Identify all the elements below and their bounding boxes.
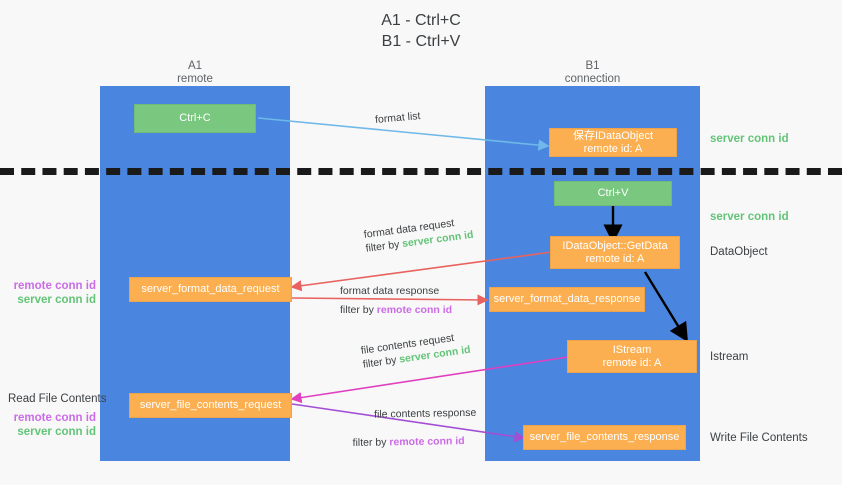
edge-label-format-data-response-line2: filter by remote conn id [340,303,452,317]
column-header-a1: A1 remote [100,60,290,86]
node-idataobject-subtitle: remote id: A [583,142,643,155]
node-ctrl-v[interactable]: Ctrl+V [554,181,672,206]
edge-label-file-contents-request: file contents request filter by server c… [360,329,471,372]
label-server-conn-id-2: server conn id [17,426,96,438]
edge-label-file-contents-response-line2: filter by remote conn id [352,434,476,450]
title-line-2: B1 - Ctrl+V [381,33,461,50]
node-server-format-data-request-label: server_format_data_request [141,283,280,295]
edge-label-file-contents-response: file contents response filter by remote … [352,406,477,450]
edge-label-format-data-response-filter-prefix: filter by [340,304,377,316]
node-idataobject-getdata-title: IDataObject::GetData [562,239,668,252]
column-header-b1-sub: connection [564,73,621,85]
edge-label-format-data-response-filter-value: remote conn id [376,304,453,316]
label-group-conn-ids-bottom: remote conn id server conn id [8,411,96,439]
edge-label-file-contents-request-filter-prefix: filter by [362,353,401,371]
node-server-file-contents-response-label: server_file_contents_response [529,431,680,443]
edge-label-format-data-request: format data request filter by server con… [363,214,474,256]
label-server-conn-id-mid: server conn id [710,211,789,223]
node-idataobject-getdata-subtitle: remote id: A [585,252,645,265]
edge-label-file-contents-response-line1: file contents response [374,406,477,421]
label-remote-conn-id-1: remote conn id [13,280,96,292]
column-header-b1-name: B1 [585,60,600,72]
edge-label-format-data-request-filter-prefix: filter by [364,238,403,255]
label-remote-conn-id-2: remote conn id [13,412,96,424]
edge-label-file-contents-response-filter-value: remote conn id [389,435,465,449]
node-ctrl-v-label: Ctrl+V [597,187,629,199]
edge-label-format-data-response-line1: format data response [340,285,440,297]
node-idataobject-title: 保存IDataObject [572,129,654,142]
label-server-conn-id-top: server conn id [710,133,789,145]
phase-divider [0,168,842,175]
node-server-file-contents-request[interactable]: server_file_contents_request [129,393,292,418]
node-server-file-contents-request-label: server_file_contents_request [139,399,282,411]
node-istream[interactable]: IStream remote id: A [567,340,697,373]
label-write-file-contents: Write File Contents [710,432,808,444]
node-ctrl-c-label: Ctrl+C [179,112,211,124]
label-istream: Istream [710,351,749,363]
node-server-format-data-response[interactable]: server_format_data_response [489,287,645,312]
page-title: A1 - Ctrl+C B1 - Ctrl+V [0,10,842,52]
node-idataobject-getdata[interactable]: IDataObject::GetData remote id: A [550,236,680,269]
node-idataobject[interactable]: 保存IDataObject remote id: A [549,128,677,157]
edge-label-format-list: format list [374,110,421,126]
edge-label-format-data-response: format data response filter by remote co… [340,284,452,317]
label-dataobject: DataObject [710,246,768,258]
title-line-1: A1 - Ctrl+C [381,12,461,29]
node-server-file-contents-response[interactable]: server_file_contents_response [523,425,686,450]
label-server-conn-id-1: server conn id [17,294,96,306]
node-ctrl-c[interactable]: Ctrl+C [134,104,256,133]
node-istream-title: IStream [612,343,652,356]
node-istream-subtitle: remote id: A [602,356,662,369]
node-server-format-data-request[interactable]: server_format_data_request [129,277,292,302]
edge-label-file-contents-response-filter-prefix: filter by [352,436,390,449]
label-read-file-contents: Read File Contents [8,393,107,405]
label-group-conn-ids-top: remote conn id server conn id [8,279,96,307]
column-header-a1-sub: remote [177,73,213,85]
column-header-b1: B1 connection [485,60,700,86]
node-server-format-data-response-label: server_format_data_response [493,293,641,305]
column-header-a1-name: A1 [187,60,203,72]
